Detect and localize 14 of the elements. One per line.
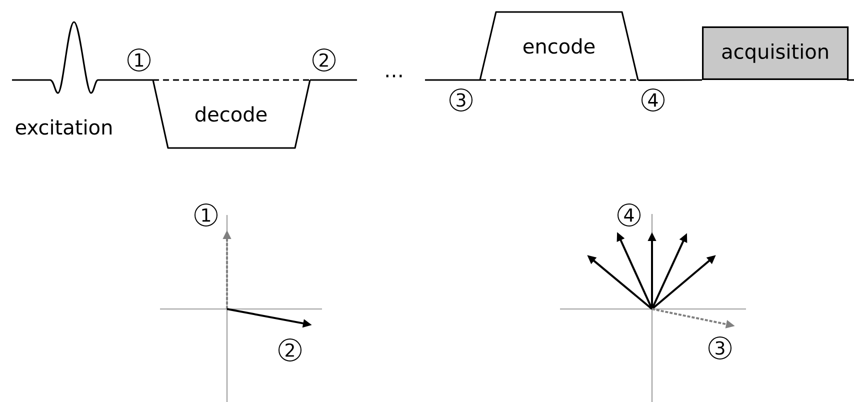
callout-number: 3 xyxy=(450,88,472,112)
gradient-lobe: decode xyxy=(152,79,311,149)
callout-number: 4 xyxy=(642,88,664,112)
gradient-lobe: encode xyxy=(479,11,639,81)
label: excitation xyxy=(16,119,112,135)
callout-number: 2 xyxy=(278,338,302,362)
acquisition-box: acquisition xyxy=(702,26,849,80)
callout-number: 2 xyxy=(312,48,336,72)
callout-number: 4 xyxy=(618,204,640,226)
label: … xyxy=(386,74,402,78)
callout-number: 1 xyxy=(128,48,150,72)
callout-number: 1 xyxy=(194,204,218,226)
baseline xyxy=(638,79,702,81)
callout-number: 3 xyxy=(708,336,732,360)
